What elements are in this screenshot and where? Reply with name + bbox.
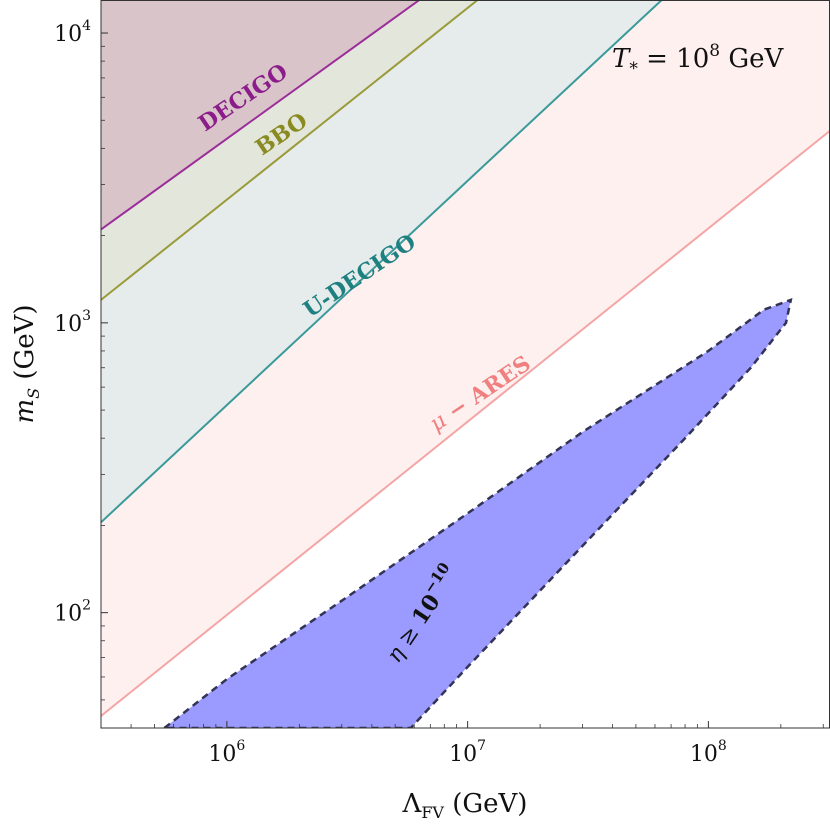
x-axis-title-unit: (GeV) (444, 789, 527, 819)
line-bbo (101, 0, 479, 301)
line--ares (101, 129, 830, 717)
eta-region (162, 297, 793, 728)
x-tick-label: 108 (690, 738, 727, 767)
y-axis-title: mS (GeV) (10, 304, 43, 423)
x-tick-label: 107 (449, 738, 486, 767)
line-decigo (101, 0, 420, 231)
t-exp: 8 (709, 41, 720, 61)
line-u-decigo (101, 0, 663, 524)
t-eq: = 10 (638, 44, 709, 74)
x-axis-title: ΛFV (GeV) (402, 789, 528, 822)
x-axis-title-main: Λ (402, 789, 423, 819)
y-tick-label: 103 (54, 308, 91, 337)
t-sub: * (629, 59, 638, 79)
plot-area (101, 0, 830, 728)
boundary-lines (101, 0, 830, 717)
y-tick-label: 102 (54, 598, 91, 627)
y-tick-label: 104 (54, 18, 91, 47)
y-axis-title-sub: S (24, 388, 43, 399)
y-axis-title-unit: (GeV) (10, 304, 40, 387)
temperature-annotation: T* = 108 GeV (612, 41, 784, 79)
t-unit: GeV (720, 44, 784, 74)
x-axis-title-sub: FV (421, 803, 444, 822)
x-axis-ticks: 106 107 108 (100, 721, 824, 767)
y-axis-ticks: 102 103 104 (54, 18, 108, 729)
t-symbol: T (612, 44, 631, 74)
x-tick-label: 106 (208, 738, 245, 767)
y-axis-title-main: m (10, 399, 40, 424)
